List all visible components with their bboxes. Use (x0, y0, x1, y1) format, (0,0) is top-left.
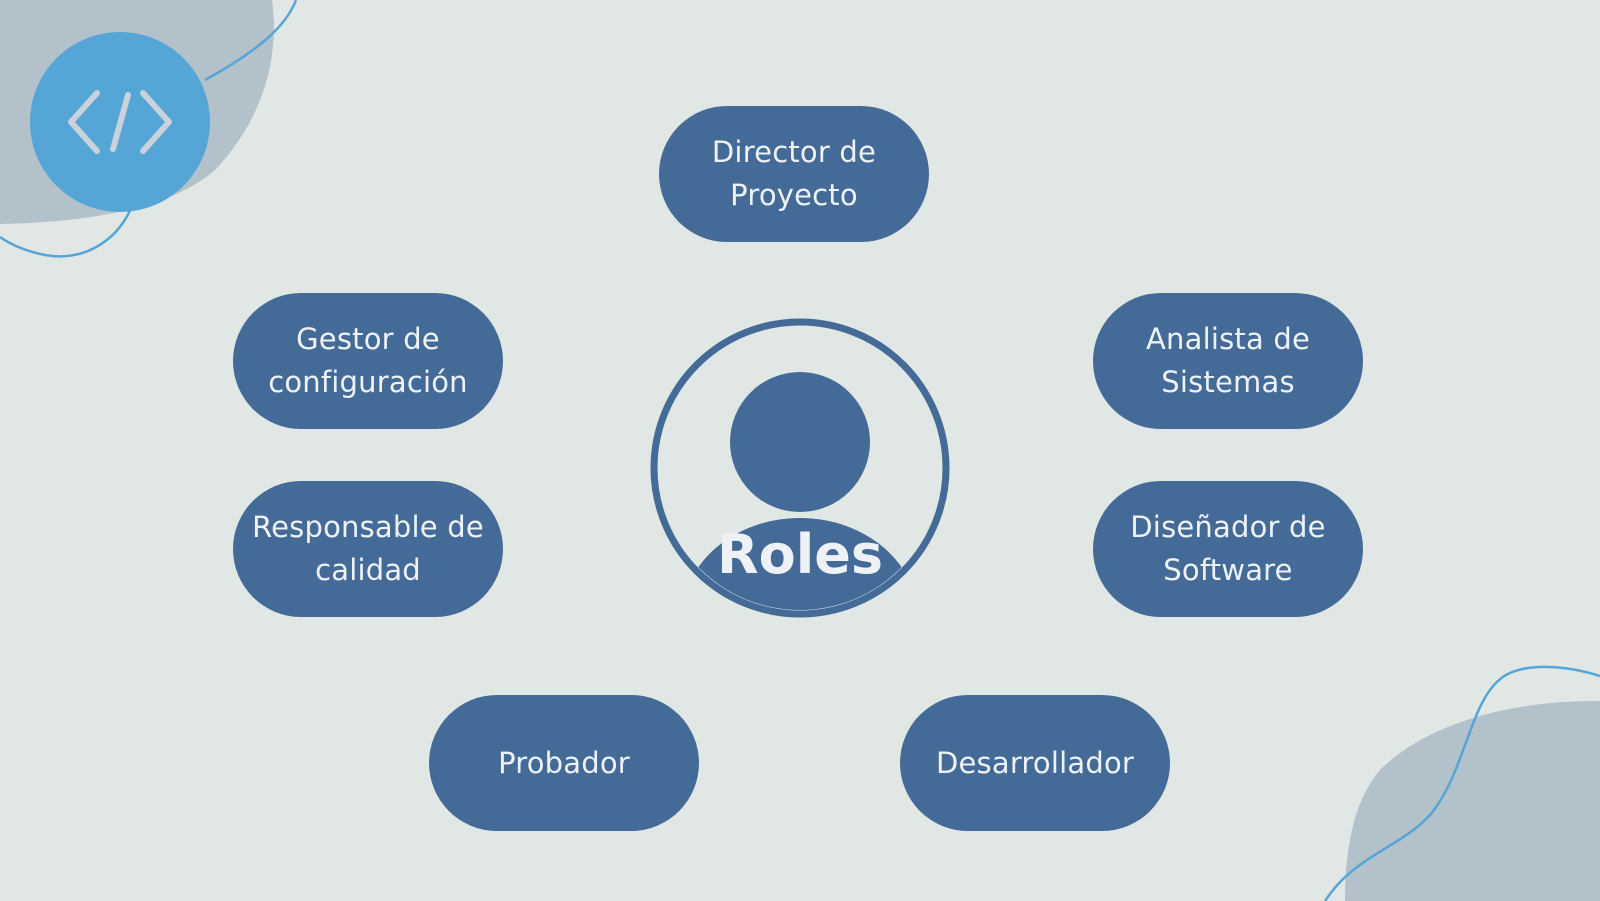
top-left-curve (0, 0, 298, 258)
role-node-desarrollador: Desarrollador (900, 695, 1170, 831)
role-node-probador: Probador (429, 695, 699, 831)
role-node-analista: Analista de Sistemas (1093, 293, 1363, 429)
code-icon (68, 90, 172, 154)
role-label: Gestor de configuración (268, 322, 468, 399)
role-node-director: Director de Proyecto (659, 106, 929, 242)
code-badge (30, 32, 210, 212)
role-label: Director de Proyecto (711, 135, 877, 212)
role-label: Responsable de calidad (252, 510, 484, 587)
role-label: Desarrollador (935, 745, 1135, 780)
role-label: Diseñador de Software (1130, 510, 1326, 587)
role-node-gestor: Gestor de configuración (233, 293, 503, 429)
role-label: Probador (498, 745, 630, 780)
center-label-roles: Roles (717, 523, 883, 586)
role-label: Analista de Sistemas (1145, 322, 1311, 399)
user-avatar-icon (650, 318, 950, 618)
bottom-right-curve (1323, 665, 1600, 901)
role-node-responsable: Responsable de calidad (233, 481, 503, 617)
bottom-right-blob (1345, 700, 1600, 901)
role-node-disenador: Diseñador de Software (1093, 481, 1363, 617)
